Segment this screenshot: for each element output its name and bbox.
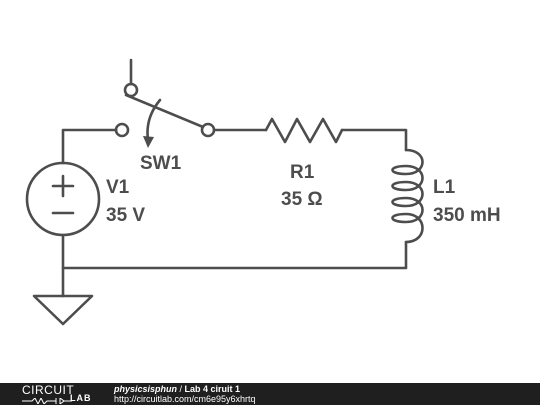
footer-bar: CIRCUIT LAB physicsisphun / Lab 4 ciruit… (0, 383, 540, 405)
circuit-url-link[interactable]: http://circuitlab.com/cm6e95y6xhrtq (114, 394, 256, 404)
logo-text-lab: LAB (70, 393, 92, 403)
circuit-title: Lab 4 ciruit 1 (184, 384, 241, 394)
inductor-value-label: 350 mH (433, 205, 501, 226)
wires (61, 128, 408, 298)
author-link[interactable]: physicsisphun (114, 384, 178, 394)
resistor-r1 (264, 117, 344, 144)
voltage-source-v1 (25, 161, 101, 237)
inductor-name-label: L1 (433, 177, 456, 198)
source-name-label: V1 (106, 177, 130, 198)
circuit-schematic: SW1 R1 35 Ω V1 35 V L1 350 mH (25, 58, 501, 326)
title-separator: / (177, 384, 185, 394)
circuit-meta: physicsisphun / Lab 4 ciruit 1 http://ci… (114, 384, 256, 404)
logo-resistor-icon (22, 398, 72, 404)
inductor-l1 (391, 148, 424, 244)
resistor-name-label: R1 (290, 162, 315, 183)
switch-label: SW1 (140, 153, 182, 174)
wire-inductor-bottom (61, 233, 408, 270)
source-value-label: 35 V (106, 205, 145, 226)
ground-symbol (32, 294, 94, 326)
logo-text-circuit: CIRCUIT (22, 383, 75, 397)
resistor-value-label: 35 Ω (281, 189, 323, 210)
circuitlab-logo[interactable]: CIRCUIT LAB (22, 383, 96, 404)
switch-sw1 (114, 58, 216, 148)
wire-top-left (61, 128, 118, 165)
wire-resistor-to-inductor (340, 128, 408, 152)
